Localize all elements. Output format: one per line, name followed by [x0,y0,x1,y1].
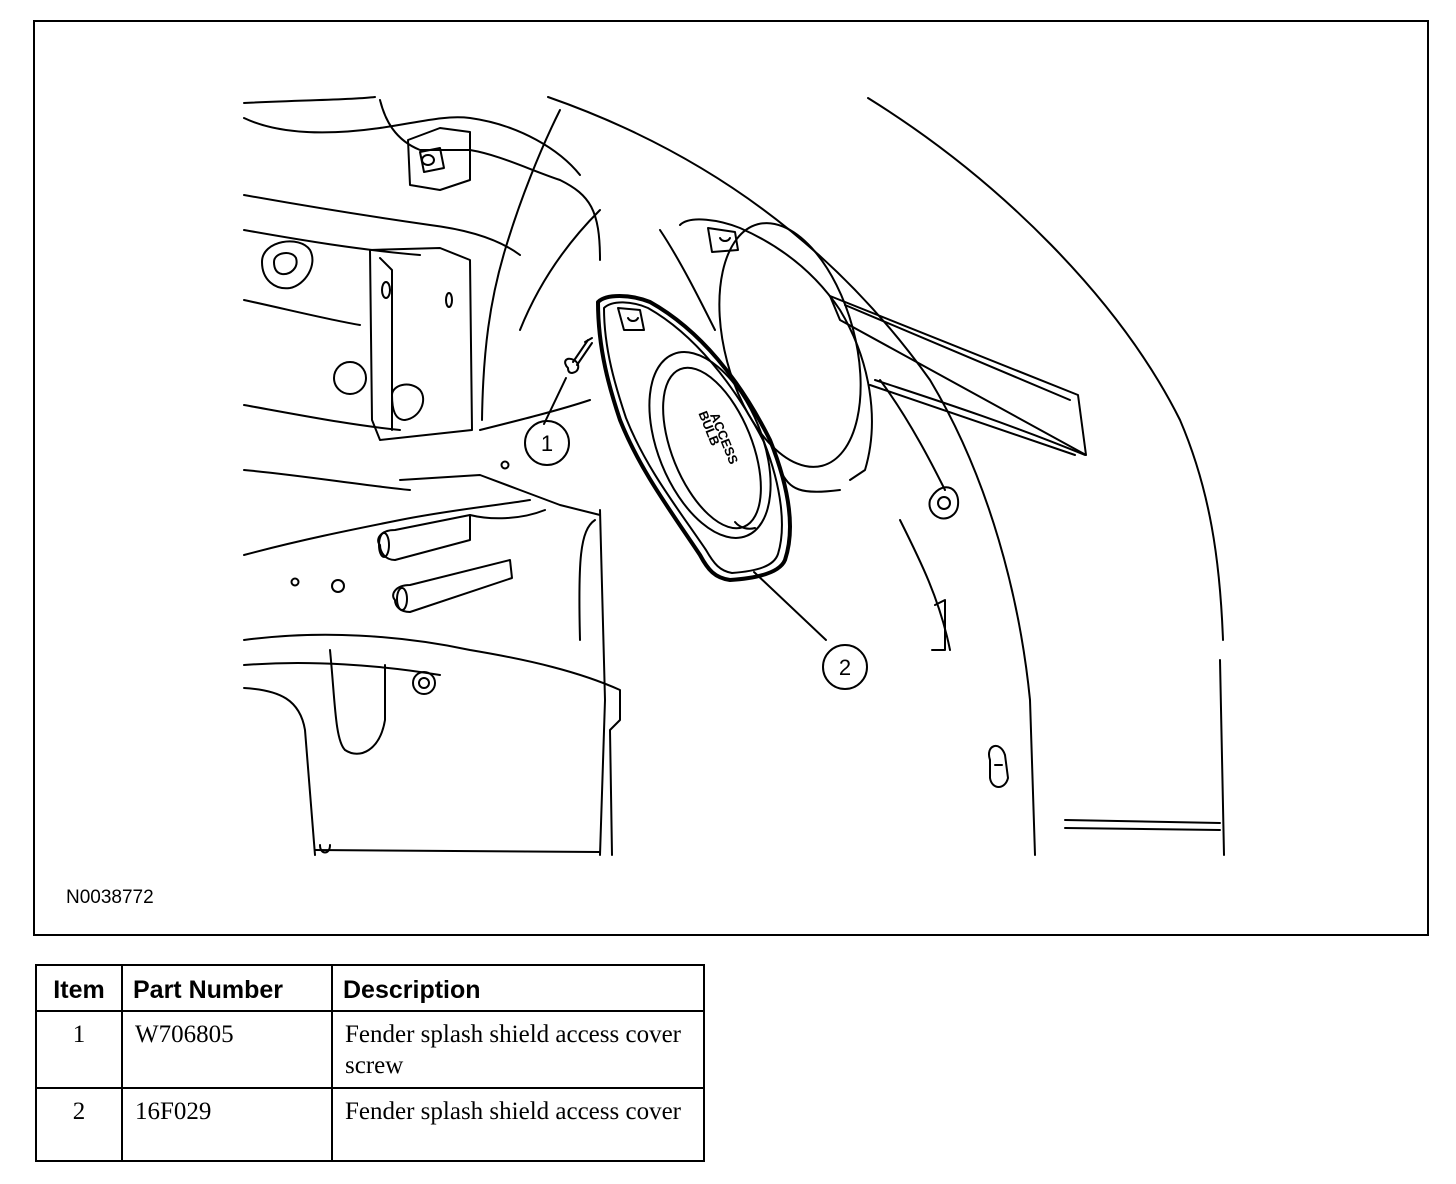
table-row: 2 16F029 Fender splash shield access cov… [35,1087,705,1162]
parts-table-header: Item Part Number Description [35,964,705,1012]
leader-lines [543,377,827,641]
figure-id: N0038772 [66,887,154,908]
callout-2 [822,644,868,690]
row-item: 1 [35,1010,123,1089]
parts-table: Item Part Number Description 1 W706805 F… [35,964,705,1162]
row-part-number: 16F029 [121,1087,333,1162]
inner-fender-arch [481,96,1225,856]
headlamp-opening [659,218,1087,493]
callout-1-number: 1 [541,431,553,456]
header-part-number: Part Number [121,964,333,1012]
row-description: Fender splash shield access cover [331,1087,705,1162]
access-cover [596,294,792,582]
line-illustration: 1 2 BULB ACCESS [243,96,1225,856]
callout-2-number: 2 [839,655,851,680]
callout-1 [524,420,570,466]
row-item: 2 [35,1087,123,1162]
engine-compartment-structure [243,96,621,856]
header-item: Item [35,964,123,1012]
illustration-frame [33,20,1429,936]
row-part-number: W706805 [121,1010,333,1089]
row-description: Fender splash shield access cover screw [331,1010,705,1089]
header-description: Description [331,964,705,1012]
table-row: 1 W706805 Fender splash shield access co… [35,1010,705,1089]
screw [564,337,593,374]
